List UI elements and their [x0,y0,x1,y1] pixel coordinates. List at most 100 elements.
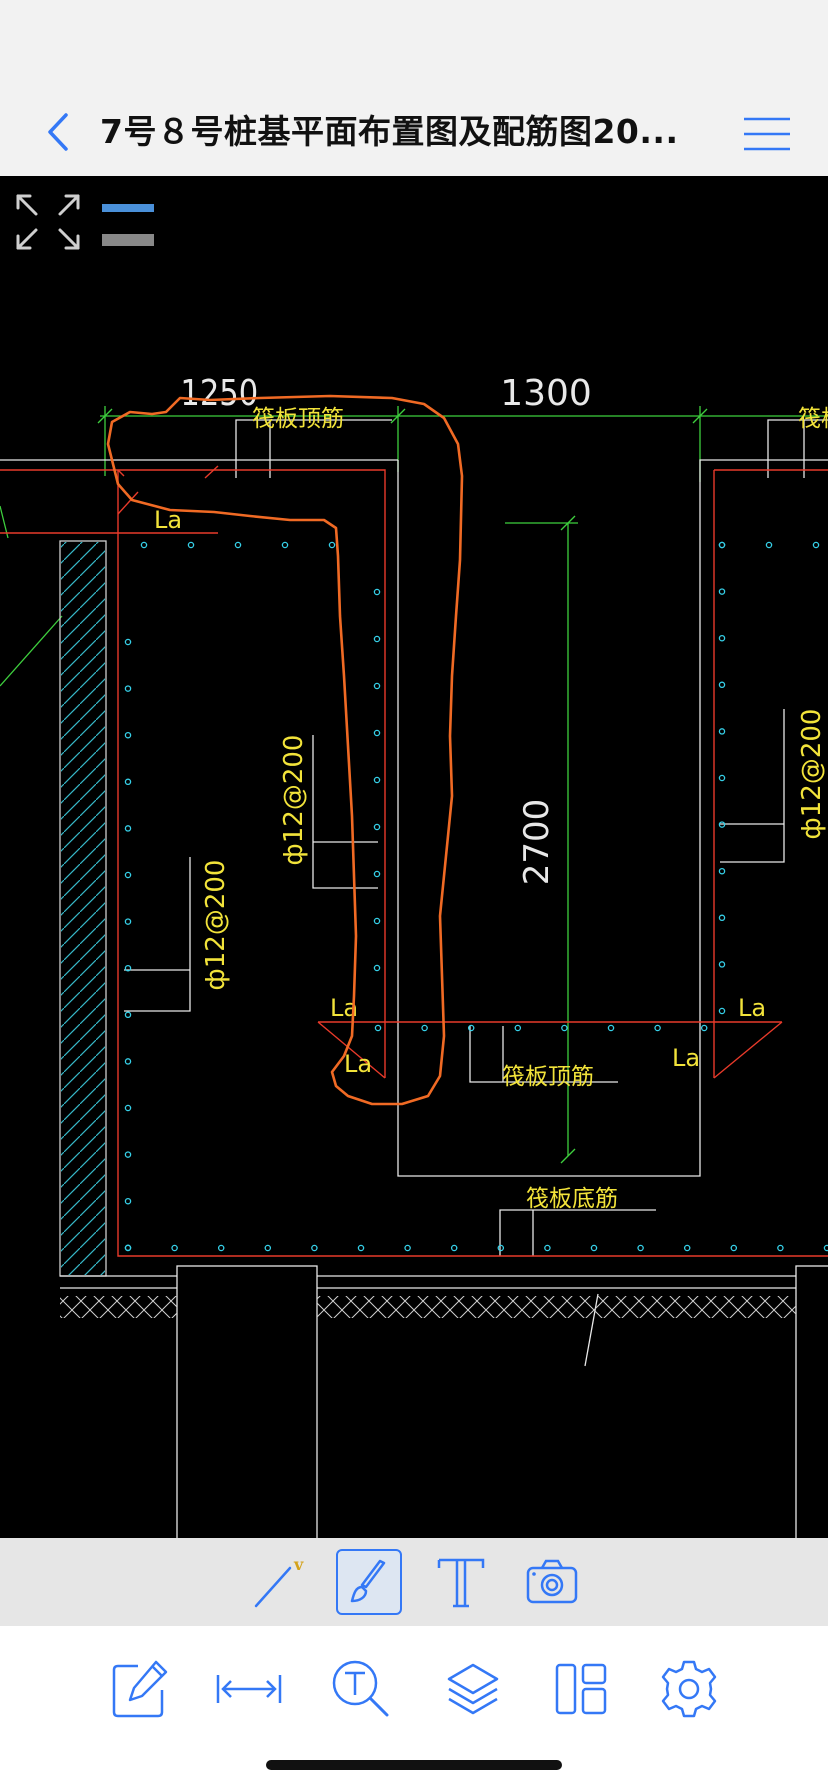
rebar-dot [124,918,132,925]
text-search-button[interactable] [326,1654,396,1724]
rebar-dot [450,1244,458,1252]
rebar-dot [718,1007,726,1015]
foundation-hatch [60,1296,177,1318]
brush-tool-button[interactable] [336,1549,402,1615]
rebar-dot [264,1244,272,1252]
rebar-dot [718,961,726,968]
rebar-dot [683,1244,691,1252]
rebar-dot [124,638,132,646]
rebar-dot [607,1024,615,1032]
settings-button[interactable] [654,1654,724,1724]
rebar-dot [421,1024,428,1032]
rebar-dot [124,871,132,879]
rebar-dot [718,681,726,689]
label-la-5: La [672,1044,700,1072]
status-bar [0,0,828,88]
rebar-dot [124,1244,132,1252]
foundation-hatch-2 [317,1296,796,1318]
label-raft-bottom-rebar: 筏板底筋 [526,1186,618,1212]
rebar-dot [467,1024,475,1032]
rebar-dot [718,541,726,549]
rebar-dot [637,1244,644,1252]
wall-outlines [0,419,828,1538]
rebar-dot [373,729,381,737]
rebar-dot [544,1244,551,1252]
rebar-dot [373,635,381,643]
pen-line-icon: v [254,1555,304,1608]
rebar-dot [373,964,381,972]
rebar-dot [590,1244,598,1252]
menu-button[interactable] [742,114,792,154]
rebar-dot [777,1244,784,1252]
rebar-dot [812,541,820,549]
layer-color-swatch-2 [102,234,154,246]
rebar-dot [217,1244,225,1252]
label-rebar-spec-2: ф12@200 [201,860,231,991]
rebar-dot [730,1244,738,1252]
page-title: 7号８号桩基平面布置图及配筋图20... [100,112,679,151]
rebar-dot [718,867,726,875]
rebar-dot [654,1024,661,1032]
rebar-dot [373,776,381,784]
rebar-dot [718,634,726,642]
rebar-lines [0,465,828,1257]
label-la-4: La [738,994,766,1022]
rebar-dot [124,731,132,739]
rebar-dot [124,778,132,786]
rebar-dot [311,1244,318,1252]
expand-arrows-icon [16,194,80,250]
rebar-dot [171,1244,178,1252]
camera-icon [526,1559,578,1604]
text-icon [437,1558,485,1608]
rebar-dot [718,774,726,782]
label-raft-top-rebar-3: 筏板顶筋 [502,1064,594,1090]
rebar-dot [357,1244,365,1252]
rebar-dot [765,541,773,549]
layers-icon [447,1663,499,1715]
rebar-dot [373,870,381,878]
layer-toggle-button[interactable] [102,204,154,246]
rebar-dot [281,541,289,549]
rebar-dot [187,541,195,549]
rebar-dot [373,588,381,596]
rebar-dot [497,1244,505,1252]
chevron-left-icon [48,113,68,151]
dimension-lines [0,406,828,1164]
rebar-dot [718,588,726,595]
back-button[interactable] [38,110,78,154]
rebar-dot [234,541,242,549]
nav-bar: 7号８号桩基平面布置图及配筋图20... [0,88,828,177]
dim-2700: 2700 [517,799,557,886]
rebar-dot [718,728,726,735]
annotate-button[interactable] [104,1654,174,1724]
camera-tool-button[interactable] [520,1548,584,1616]
markup-stroke [106,394,464,1106]
edit-note-icon [112,1660,168,1718]
rebar-dot [373,682,381,690]
text-tool-button[interactable] [428,1548,494,1616]
cad-canvas[interactable]: 1250 1300 2700 筏板顶筋 筏板 筏板顶筋 筏板底筋 ф12@200… [0,176,828,1538]
layout-button[interactable] [546,1654,616,1724]
rebar-dot [124,1058,132,1065]
measure-button[interactable] [214,1654,284,1724]
home-indicator [266,1760,562,1770]
gear-icon [661,1660,717,1718]
text-search-icon [332,1660,389,1717]
layer-color-swatch-1 [102,204,154,212]
markup-toolbar: v [0,1538,828,1626]
wall-hatch [61,542,105,1275]
label-rebar-spec-1: ф12@200 [279,735,309,866]
brush-icon [350,1559,386,1603]
label-raft-top-rebar-1: 筏板顶筋 [252,406,344,432]
rebar-dot [373,823,381,831]
label-la-3: La [344,1050,372,1078]
rebar-dots [124,541,828,1252]
fullscreen-button[interactable] [16,194,80,250]
rebar-dot [823,1244,828,1252]
line-tool-button[interactable]: v [246,1548,314,1616]
layers-button[interactable] [438,1654,508,1724]
rebar-dot [140,541,148,549]
label-raft-top-rebar-partial: 筏板 [798,406,828,432]
label-rebar-spec-3: ф12@200 [797,709,827,840]
layout-icon [555,1663,607,1715]
